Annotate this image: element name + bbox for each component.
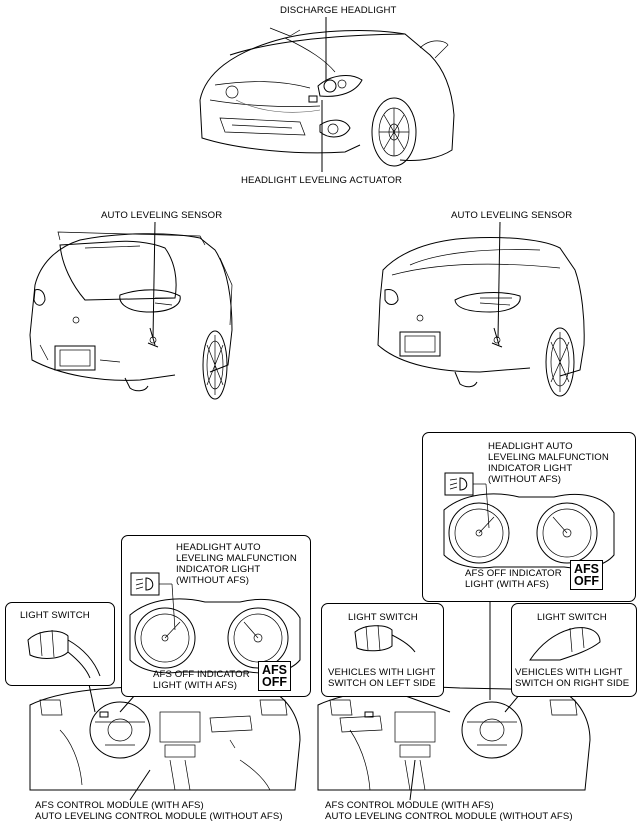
indicator-right-line-3: INDICATOR LIGHT xyxy=(488,463,573,474)
afs-off-badge-right: AFS OFF xyxy=(570,560,603,590)
label-afs-module-left: AFS CONTROL MODULE (WITH AFS) AUTO LEVEL… xyxy=(35,800,283,822)
afs-off-badge-left-line-2: OFF xyxy=(262,675,287,689)
afs-off-left-line-1: AFS OFF INDICATOR xyxy=(153,669,250,680)
label-afs-module-right: AFS CONTROL MODULE (WITH AFS) AUTO LEVEL… xyxy=(325,800,573,822)
afs-off-badge-right-line-2: OFF xyxy=(574,574,599,588)
label-light-switch-left: LIGHT SWITCH xyxy=(20,610,90,621)
indicator-left-line-3: INDICATOR LIGHT xyxy=(176,564,261,575)
vehicles-left-side-line-1: VEHICLES WITH LIGHT xyxy=(328,667,436,678)
label-light-switch-right: LIGHT SWITCH xyxy=(537,612,607,623)
indicator-left-line-1: HEADLIGHT AUTO xyxy=(176,542,261,553)
indicator-left-line-2: LEVELING MALFUNCTION xyxy=(176,553,297,564)
label-afs-off-right: AFS OFF INDICATOR LIGHT (WITH AFS) xyxy=(465,568,562,590)
hatchback-rear-illustration xyxy=(29,231,233,400)
afs-off-badge-left: AFS OFF xyxy=(258,661,291,691)
afs-module-left-line-2: AUTO LEVELING CONTROL MODULE (WITHOUT AF… xyxy=(35,811,283,822)
front-car-illustration xyxy=(199,27,455,167)
label-indicator-left: HEADLIGHT AUTO LEVELING MALFUNCTION INDI… xyxy=(176,542,297,586)
afs-module-right-line-2: AUTO LEVELING CONTROL MODULE (WITHOUT AF… xyxy=(325,811,573,822)
afs-module-right-line-1: AFS CONTROL MODULE (WITH AFS) xyxy=(325,800,494,811)
vehicles-left-side-line-2: SWITCH ON LEFT SIDE xyxy=(328,678,436,689)
vehicles-right-side-line-2: SWITCH ON RIGHT SIDE xyxy=(515,678,630,689)
leader-lines-upper xyxy=(152,17,501,339)
afs-module-left-line-1: AFS CONTROL MODULE (WITH AFS) xyxy=(35,800,204,811)
light-switch-left-box xyxy=(5,602,115,686)
label-auto-leveling-sensor-right: AUTO LEVELING SENSOR xyxy=(451,210,573,221)
light-switch-mid-inset xyxy=(354,624,416,653)
indicator-right-line-2: LEVELING MALFUNCTION xyxy=(488,452,609,463)
indicator-right-line-1: HEADLIGHT AUTO xyxy=(488,441,573,452)
label-headlight-leveling-actuator: HEADLIGHT LEVELING ACTUATOR xyxy=(241,175,403,186)
label-discharge-headlight: DISCHARGE HEADLIGHT xyxy=(280,5,397,16)
label-auto-leveling-sensor-left: AUTO LEVELING SENSOR xyxy=(101,210,223,221)
afs-off-right-line-2: LIGHT (WITH AFS) xyxy=(465,579,550,590)
indicator-left-line-4: (WITHOUT AFS) xyxy=(176,575,250,586)
light-switch-left-inset xyxy=(27,629,101,679)
label-vehicles-right-side: VEHICLES WITH LIGHT SWITCH ON RIGHT SIDE xyxy=(515,667,629,689)
label-vehicles-left-side: VEHICLES WITH LIGHT SWITCH ON LEFT SIDE xyxy=(328,667,436,689)
cluster-right-inset xyxy=(443,472,615,569)
afs-off-right-line-1: AFS OFF INDICATOR xyxy=(465,568,562,579)
label-indicator-right: HEADLIGHT AUTO LEVELING MALFUNCTION INDI… xyxy=(488,441,609,485)
sedan-rear-illustration xyxy=(377,237,585,397)
afs-off-badge-left-line-1: AFS xyxy=(262,663,287,677)
vehicles-right-side-line-1: VEHICLES WITH LIGHT xyxy=(515,667,623,678)
afs-off-left-line-2: LIGHT (WITH AFS) xyxy=(153,680,238,691)
cluster-left-inset xyxy=(129,572,301,674)
afs-off-badge-right-line-1: AFS xyxy=(574,562,599,576)
leader-lines-lower xyxy=(84,600,521,801)
light-switch-right-box xyxy=(511,603,637,697)
label-light-switch-mid: LIGHT SWITCH xyxy=(348,612,418,623)
indicator-right-line-4: (WITHOUT AFS) xyxy=(488,474,562,485)
label-afs-off-left: AFS OFF INDICATOR LIGHT (WITH AFS) xyxy=(153,669,250,691)
light-switch-right-inset xyxy=(529,626,601,661)
